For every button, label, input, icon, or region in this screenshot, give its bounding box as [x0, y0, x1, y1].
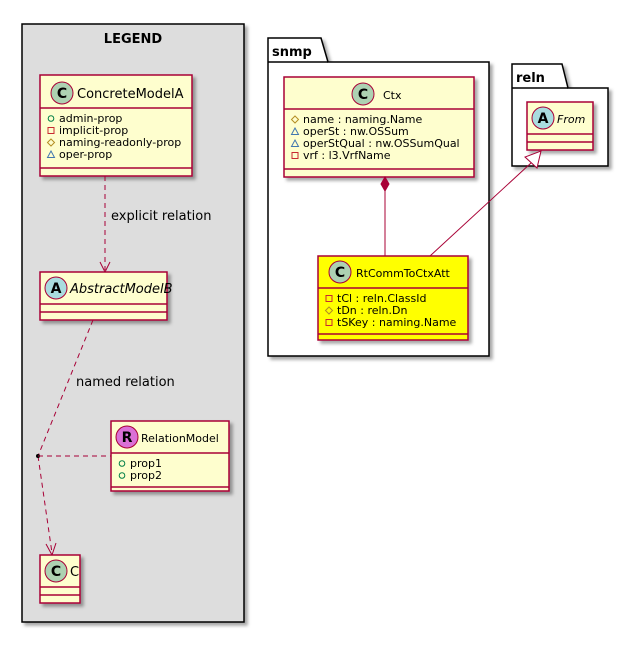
class-stereotype-letter: C	[57, 86, 67, 102]
prop-text: operSt : nw.OSSum	[303, 125, 409, 138]
class-name: Ctx	[383, 89, 402, 102]
package-icon	[290, 126, 300, 135]
prop-row: tCl : reln.ClassId	[325, 292, 427, 305]
class-concrete-model-a[interactable]: C ConcreteModelA admin-prop implicit-pro…	[39, 74, 193, 177]
prop-row: name : naming.Name	[290, 113, 423, 126]
private-icon	[47, 127, 55, 134]
prop-row: vrf : l3.VrfName	[291, 149, 391, 162]
class-stereotype-letter: A	[51, 281, 62, 297]
composition-link	[380, 175, 390, 256]
package-icon	[290, 138, 300, 147]
class-props: name : naming.Name operSt : nw.OSSum ope…	[290, 113, 460, 162]
prop-text: implicit-prop	[59, 124, 128, 137]
class-name: AbstractModelB	[69, 282, 173, 297]
class-name: RtCommToCtxAtt	[356, 267, 451, 280]
prop-row: prop2	[118, 469, 162, 482]
protected-icon	[324, 306, 334, 315]
prop-text: admin-prop	[59, 112, 122, 125]
prop-text: naming-readonly-prop	[59, 136, 181, 149]
package-name: reln	[516, 71, 545, 86]
class-ctx[interactable]: C Ctx name : naming.Name operSt : nw.OSS…	[283, 76, 475, 178]
prop-row: tDn : reln.Dn	[324, 304, 407, 317]
prop-text: name : naming.Name	[303, 113, 423, 126]
composition-diamond-icon	[380, 175, 390, 193]
generalization-link	[429, 150, 542, 257]
public-icon	[118, 472, 126, 479]
legend-title: LEGEND	[104, 32, 163, 47]
prop-text: oper-prop	[59, 148, 112, 161]
class-stereotype-letter: A	[538, 111, 549, 127]
prop-row: tSKey : naming.Name	[325, 316, 457, 329]
public-icon	[47, 115, 55, 122]
prop-text: tSKey : naming.Name	[337, 316, 457, 329]
named-relation-link: named relation	[36, 319, 175, 557]
class-c-icon	[50, 81, 74, 105]
class-rt-comm-to-ctx-att[interactable]: C RtCommToCtxAtt tCl : reln.ClassId tDn …	[317, 255, 469, 341]
prop-text: prop1	[130, 457, 162, 470]
class-name: ConcreteModelA	[77, 87, 184, 102]
prop-text: operStQual : nw.OSSumQual	[303, 137, 460, 150]
class-props: admin-prop implicit-prop naming-readonly…	[46, 112, 181, 161]
named-relation-label: named relation	[76, 375, 175, 390]
class-props: prop1 prop2	[118, 457, 162, 482]
prop-text: tDn : reln.Dn	[337, 304, 407, 317]
protected-icon	[290, 115, 300, 124]
private-icon	[291, 152, 299, 159]
prop-text: prop2	[130, 469, 162, 482]
class-from[interactable]: A From	[526, 101, 594, 151]
class-c[interactable]: C C	[39, 554, 81, 604]
prop-row: naming-readonly-prop	[46, 136, 181, 149]
abstract-a-icon	[44, 276, 68, 300]
inheritance-triangle-icon	[524, 150, 542, 169]
explicit-relation-label: explicit relation	[111, 209, 211, 224]
package-icon	[46, 149, 56, 158]
class-name: From	[557, 113, 585, 126]
public-icon	[118, 460, 126, 467]
class-props: tCl : reln.ClassId tDn : reln.Dn tSKey :…	[324, 292, 457, 329]
private-icon	[325, 319, 333, 326]
package-name: snmp	[272, 45, 312, 60]
prop-row: operSt : nw.OSSum	[290, 125, 409, 138]
class-abstract-model-b[interactable]: A AbstractModelB	[39, 271, 173, 321]
abstract-a-icon	[531, 106, 555, 130]
class-c-icon	[351, 82, 375, 106]
class-name: C	[70, 565, 79, 580]
private-icon	[325, 295, 333, 302]
class-stereotype-letter: C	[51, 564, 61, 580]
prop-row: admin-prop	[47, 112, 122, 125]
prop-text: vrf : l3.VrfName	[303, 149, 391, 162]
prop-row: oper-prop	[46, 148, 112, 161]
class-c-icon	[44, 559, 68, 583]
prop-row: prop1	[118, 457, 162, 470]
prop-row: operStQual : nw.OSSumQual	[290, 137, 460, 150]
class-relation-model[interactable]: R RelationModel prop1 prop2	[110, 420, 230, 492]
class-stereotype-letter: R	[122, 430, 133, 446]
class-c-icon	[328, 260, 352, 284]
class-stereotype-letter: C	[335, 265, 345, 281]
class-name: RelationModel	[141, 432, 219, 445]
relation-r-icon	[115, 425, 139, 449]
class-stereotype-letter: C	[358, 87, 368, 103]
protected-icon	[46, 138, 56, 147]
prop-row: implicit-prop	[47, 124, 128, 137]
prop-text: tCl : reln.ClassId	[337, 292, 427, 305]
